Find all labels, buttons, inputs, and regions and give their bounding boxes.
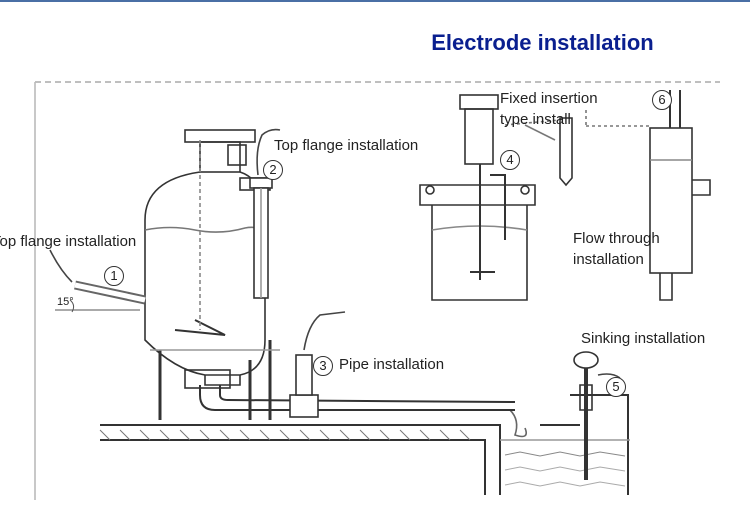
marker-1: 1 (104, 266, 124, 286)
insertion-vessel (419, 94, 573, 301)
main-vessel (144, 129, 280, 420)
label-fixed-insertion-2: type install (500, 111, 571, 128)
marker-5: 5 (606, 377, 626, 397)
sinking-electrode (570, 351, 621, 480)
marker-4: 4 (500, 150, 520, 170)
label-pipe: Pipe installation (339, 356, 445, 373)
label-flow-through-1: Flow through (573, 230, 660, 247)
top-rule (0, 0, 750, 2)
open-tank (500, 409, 630, 487)
label-flow-through-2: installation (573, 251, 644, 268)
label-top-flange-right: Top flange installation (274, 137, 419, 154)
page-title: Electrode installation (431, 30, 654, 55)
marker-6: 6 (652, 90, 672, 110)
pipe (199, 311, 516, 418)
label-sinking: Sinking installation (581, 330, 706, 347)
electrode-1 (49, 249, 146, 313)
flow-through-cell (585, 90, 711, 301)
electrode-2 (249, 128, 281, 299)
label-top-flange-left: Top flange installation (0, 233, 137, 250)
label-fixed-insertion-1: Fixed insertion (500, 90, 598, 107)
marker-3: 3 (313, 356, 333, 376)
marker-2: 2 (263, 160, 283, 180)
angle-label: 15° (57, 296, 74, 308)
